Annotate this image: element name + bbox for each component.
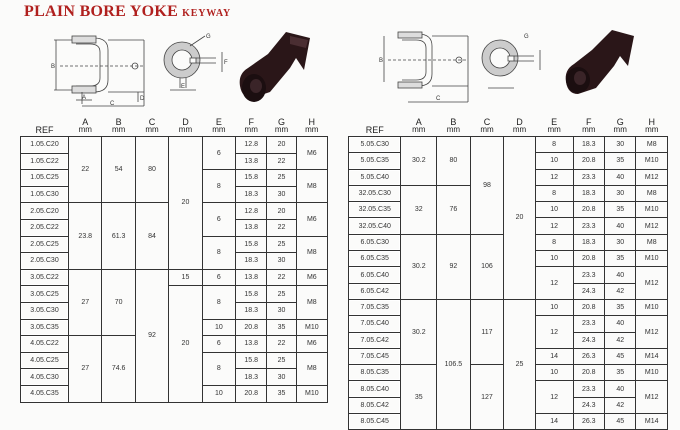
yoke-product-photo-2: [565, 30, 634, 94]
table-row: 32.05.C35 10 20.8 35 M10: [347, 201, 668, 219]
table-row: 2.05.C20 23.8 61.3 84 6 12.8 20 M6: [19, 202, 329, 270]
table-row: 1.05.C30 18.3 30: [19, 185, 328, 204]
table-row: 6.05.C42 24.3 42: [347, 282, 668, 300]
table-row: 7.05.C42 24.3 42: [347, 331, 668, 349]
label-b: B: [51, 64, 55, 70]
col-ref-2: REF: [365, 125, 384, 135]
label-c-2: C: [436, 96, 441, 102]
table-row: 1.05.C20 22 54 80 20 6 12.8 20 M6: [19, 135, 329, 270]
yoke-product-photo: [239, 32, 310, 102]
table-row: 32.05.C40 12 23.3 40 M12: [347, 217, 668, 235]
label-g: G: [206, 34, 211, 40]
table-row: 6.05.C30 30.2 92 106 8 18.3 30 M8: [347, 233, 668, 300]
col-ref: REF: [35, 125, 54, 135]
label-e: E: [181, 84, 185, 90]
label-a: A: [82, 95, 86, 101]
table-row: 7.05.C45 14 26.3 45 M14: [347, 347, 668, 366]
table-row: 3.05.C25 20 8 15.8 25 M8: [19, 285, 329, 403]
title-main: PLAIN BORE YOKE: [24, 3, 179, 20]
label-b-2: B: [379, 58, 383, 64]
table-row: 1.05.C22 13.8 22: [19, 152, 328, 171]
label-c: C: [110, 101, 115, 107]
label-g-2: G: [524, 34, 529, 40]
table-row: 2.05.C25 8 15.8 25 M8: [19, 235, 329, 270]
label-d: D: [140, 96, 145, 102]
yoke-cross-section-drawing-2: G: [481, 34, 541, 89]
table-row: 6.05.C40 12 23.3 40 M12: [347, 266, 668, 300]
title-sub: KEYWAY: [182, 8, 232, 19]
table-row: 4.05.C35 10 20.8 35 M10: [19, 384, 329, 403]
table-row: 3.05.C22 27 70 92 15 6 13.8 22 M6: [19, 268, 329, 403]
table-row: 7.05.C35 30.2 106.5 117 25 10 20.8 35 M1…: [347, 298, 668, 430]
yoke-side-view-drawing: B A C D: [51, 35, 145, 107]
yoke-side-view-drawing-2: B C: [379, 31, 469, 103]
label-f: F: [224, 60, 228, 66]
table-row: 3.05.C35 10 20.8 35 M10: [19, 318, 329, 337]
table-row: 6.05.C35 10 20.8 35 M10: [347, 250, 668, 268]
table-row: 4.05.C25 8 15.8 25 M8: [19, 351, 329, 386]
table-row: 5.05.C30 30.2 80 98 20 8 18.3 30 M8: [347, 135, 668, 300]
yoke-cross-section-drawing: G F E: [163, 34, 228, 91]
table-row: 32.05.C30 32 76 8 18.3 30 M8: [347, 184, 668, 235]
table-row: 4.05.C30 18.3 30: [19, 368, 328, 386]
table-row: 1.05.C25 8 15.8 25 M8: [19, 169, 329, 204]
table-row: 8.05.C40 12 23.3 40 M12: [347, 380, 668, 415]
